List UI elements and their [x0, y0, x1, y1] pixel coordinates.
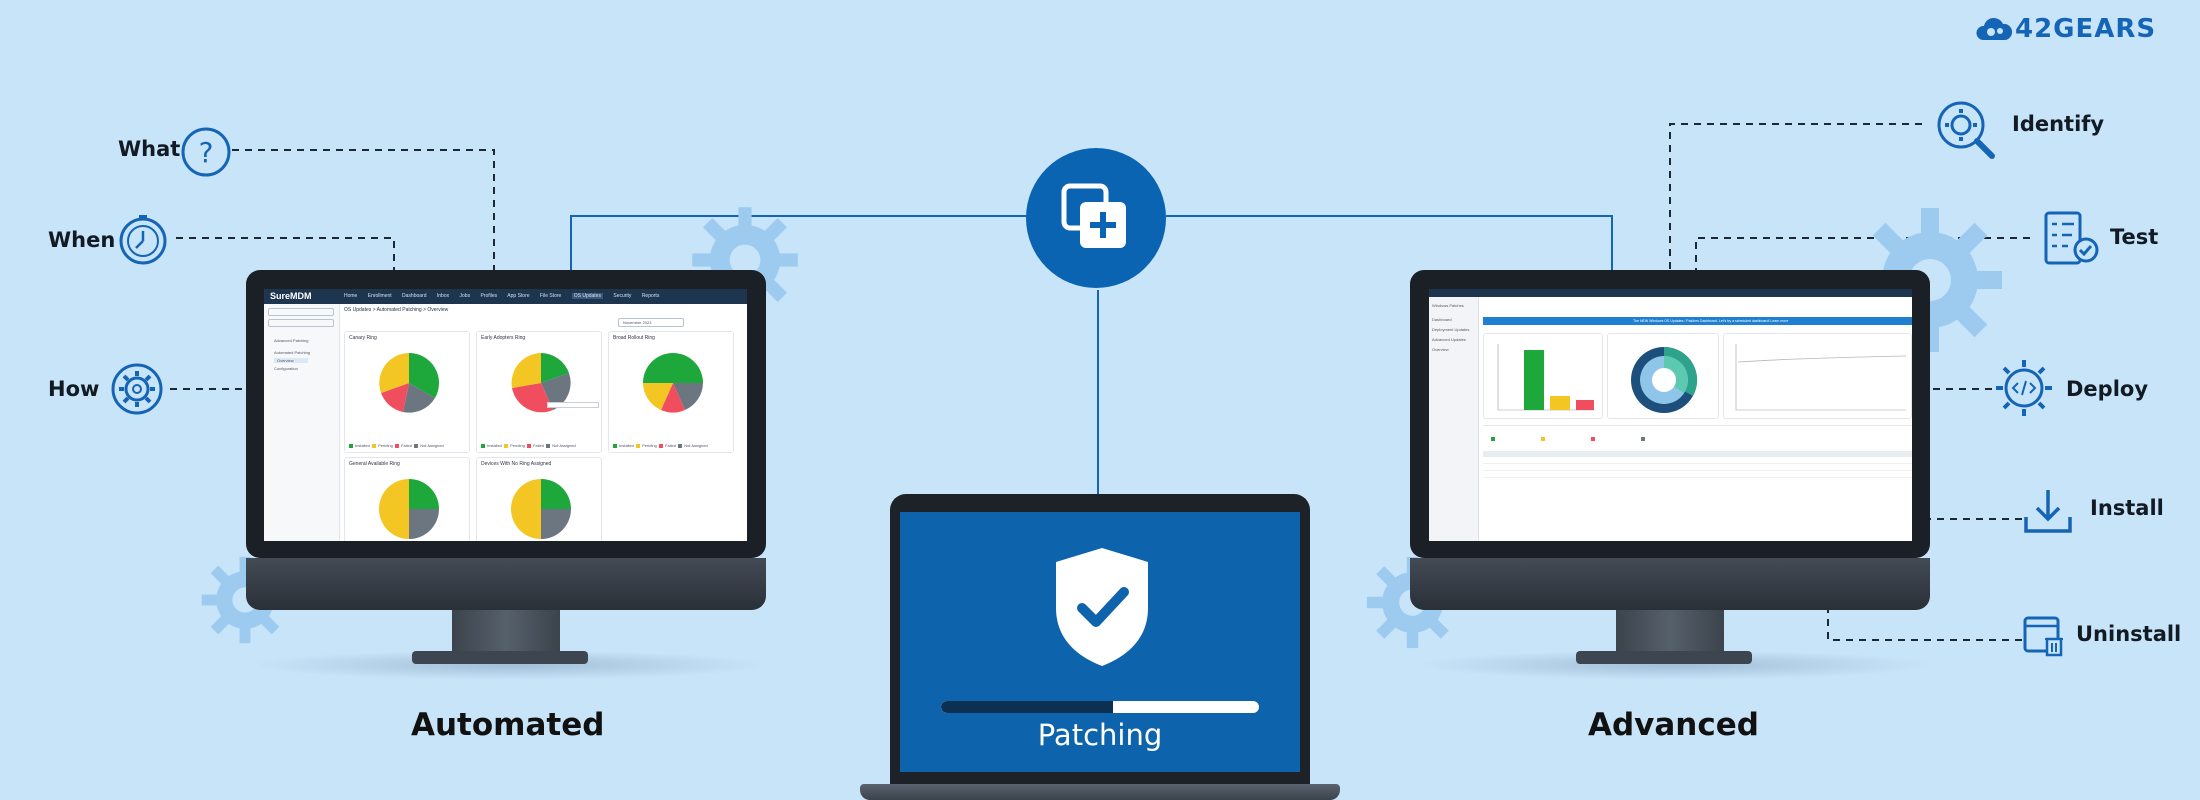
donut-chart [1631, 346, 1698, 413]
card-no-ring-assigned: Devices With No Ring Assigned [476, 457, 602, 541]
table-row[interactable] [1483, 473, 1912, 478]
nav-jobs[interactable]: Jobs [459, 293, 471, 299]
suremdm-sidebar: Advanced Patching Automated Patching Ove… [264, 304, 340, 541]
nav-home[interactable]: Home [344, 293, 358, 299]
progress-fill [941, 701, 1113, 713]
chart-legend: Installed Pending Failed Not Assigned [481, 443, 576, 448]
caption-advanced: Advanced [1588, 707, 1759, 743]
suremdm-brand: SureMDM [270, 291, 312, 301]
patch-plus-icon [1026, 148, 1166, 288]
nav-app-store[interactable]: App Store [507, 293, 530, 299]
cloud-logo-icon [1976, 17, 2013, 40]
left-monitor-neck [452, 610, 560, 652]
pie-chart [379, 479, 439, 539]
updates-table [1483, 445, 1912, 485]
clock-icon [119, 215, 167, 265]
nav-security[interactable]: Security [613, 293, 632, 299]
ring-select[interactable] [268, 308, 334, 316]
sidebar-item[interactable]: Dashboard [1432, 317, 1452, 322]
sidebar-item-advanced[interactable]: Advanced Patching [274, 338, 309, 343]
advanced-screen: Windows Patches Dashboard Deployment Upd… [1429, 289, 1912, 541]
label-test: Test [2110, 225, 2159, 249]
right-monitor-neck [1616, 610, 1724, 652]
label-how: How [48, 377, 100, 401]
right-monitor-chin [1410, 558, 1930, 610]
card-broad-rollout-ring: Broad Rollout Ring Installed Pending Fai… [608, 331, 734, 453]
nav-inbox[interactable]: Inbox [436, 293, 450, 299]
right-monitor-foot [1576, 651, 1752, 664]
card-canary-ring: Canary Ring Installed Pending Failed Not… [344, 331, 470, 453]
card-early-adopters-ring: Early Adopters Ring Installed Pending Fa… [476, 331, 602, 453]
pie-chart [511, 353, 571, 413]
patching-label: Patching [1037, 718, 1163, 752]
sidebar-item[interactable]: Overview [1432, 347, 1449, 352]
magnifier-gear-icon [1937, 101, 1995, 159]
window-trash-icon [2023, 616, 2063, 657]
label-when: When [48, 228, 116, 252]
sidebar-item[interactable]: Windows Patches [1432, 303, 1464, 308]
nav-profiles[interactable]: Profiles [480, 293, 498, 299]
laptop-base [860, 784, 1340, 800]
label-identify: Identify [2012, 112, 2105, 136]
sidebar-item[interactable]: Deployment Updates [1432, 327, 1470, 332]
sidebar-item[interactable]: Advanced Updates [1432, 337, 1466, 342]
sidebar-item-automated[interactable]: Automated Patching [274, 350, 311, 355]
suremdm-screen: SureMDM Home Enrollment Dashboard Inbox … [264, 289, 747, 541]
nav-reports[interactable]: Reports [641, 293, 660, 299]
date-select[interactable]: November 2023 [618, 318, 684, 327]
nav-dashboard[interactable]: Dashboard [402, 293, 427, 299]
line-chart [1735, 344, 1907, 411]
table-header [1483, 451, 1912, 457]
pie-chart [379, 353, 440, 413]
pie-chart [511, 479, 571, 539]
left-monitor-foot [412, 651, 588, 664]
tooltip [547, 402, 599, 408]
pie-chart [643, 353, 703, 413]
suremdm-topbar: SureMDM Home Enrollment Dashboard Inbox … [264, 289, 747, 304]
table-row[interactable] [1483, 459, 1912, 464]
question-icon: ? [181, 127, 231, 177]
bar-chart-card [1483, 333, 1603, 419]
gear-icon [111, 363, 163, 415]
summary-strip [1483, 425, 1912, 443]
advanced-sidebar: Windows Patches Dashboard Deployment Upd… [1429, 297, 1479, 541]
nav-file-store[interactable]: File Store [539, 293, 562, 299]
card-title: Early Adopters Ring [481, 335, 526, 341]
breadcrumb: OS Updates > Automated Patching > Overvi… [344, 307, 449, 313]
svg-text:?: ? [199, 136, 214, 169]
nav-enrollment[interactable]: Enrollment [367, 293, 392, 299]
card-title: General Available Ring [349, 461, 400, 467]
sidebar-item-overview[interactable]: Overview [274, 358, 308, 363]
patch-progress-bar [941, 701, 1259, 713]
line-chart-card [1723, 333, 1912, 419]
overlap-plus-icon [1061, 183, 1126, 248]
logo-text: 42GEARS [2015, 14, 2157, 44]
table-row[interactable] [1483, 466, 1912, 471]
info-banner: The NEW Windows OS Updates / Patches Das… [1483, 317, 1912, 325]
label-deploy: Deploy [2066, 377, 2149, 401]
left-monitor-chin [246, 558, 766, 610]
checklist-icon [2044, 211, 2099, 265]
card-general-available-ring: General Available Ring [344, 457, 470, 541]
sidebar-item-configuration[interactable]: Configuration [274, 366, 298, 371]
code-gear-icon [1996, 360, 2052, 416]
label-what: What [118, 137, 181, 161]
label-uninstall: Uninstall [2076, 622, 2182, 646]
nav-os-updates[interactable]: OS Updates [571, 293, 603, 299]
shield-check-icon [1056, 548, 1148, 666]
donut-chart-card [1607, 333, 1719, 419]
suremdm-nav: Home Enrollment Dashboard Inbox Jobs Pro… [344, 293, 668, 299]
card-title: Canary Ring [349, 335, 377, 341]
chart-legend: Installed Pending Failed Not Assigned [613, 443, 708, 448]
chart-legend: Installed Pending Failed Not Assigned [349, 443, 444, 448]
card-title: Devices With No Ring Assigned [481, 461, 552, 467]
advanced-topbar [1429, 289, 1912, 297]
label-install: Install [2090, 496, 2164, 520]
caption-automated: Automated [411, 707, 605, 743]
platform-select[interactable] [268, 319, 334, 327]
card-title: Broad Rollout Ring [613, 335, 655, 341]
bar-chart [1497, 344, 1594, 411]
download-icon [2024, 490, 2072, 533]
